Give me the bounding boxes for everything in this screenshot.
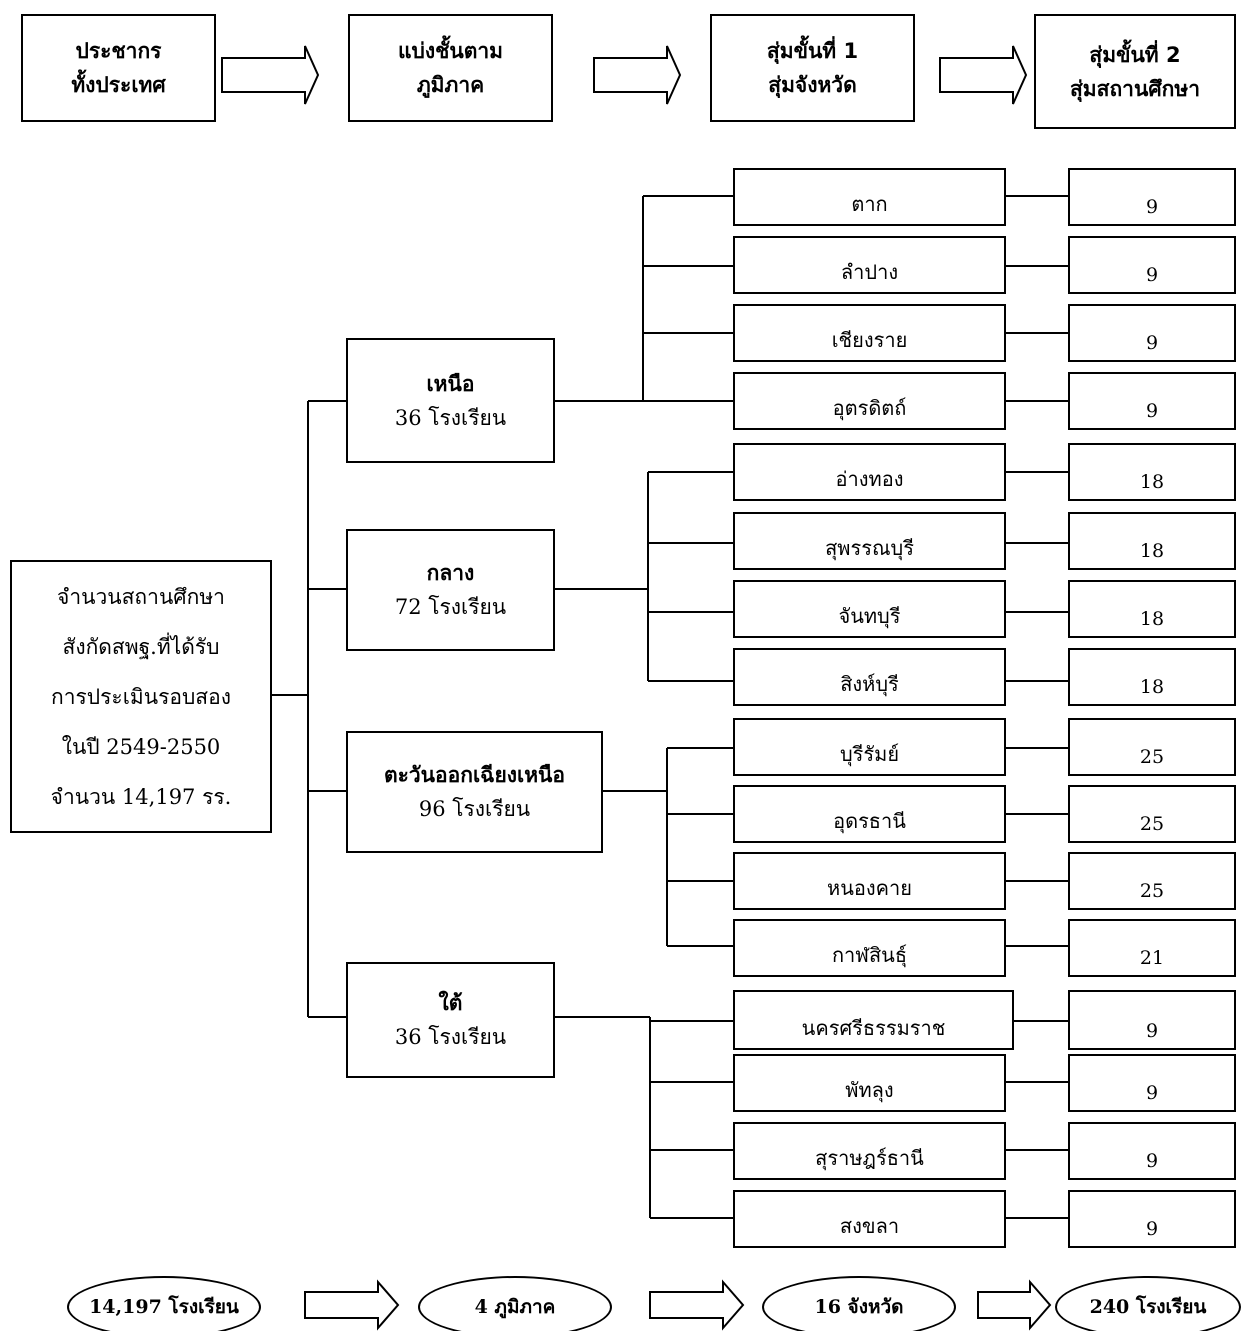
school-count-box: 18 [1068, 648, 1236, 706]
region-name: ใต้ [438, 990, 463, 1015]
region-name: กลาง [426, 560, 475, 585]
header-step-line: ภูมิภาค [416, 73, 485, 97]
header-step-population: ประชากร ทั้งประเทศ [21, 14, 216, 122]
footer-total-regions: 4 ภูมิภาค [418, 1276, 612, 1331]
school-count-box: 18 [1068, 580, 1236, 638]
root-line: การประเมินรอบสอง [51, 684, 231, 709]
school-count-box: 25 [1068, 718, 1236, 776]
school-count-box: 21 [1068, 919, 1236, 977]
arrow-footer-1 [304, 1279, 400, 1331]
region-box-south: ใต้ 36 โรงเรียน [346, 962, 555, 1078]
region-name: ตะวันออกเฉียงเหนือ [383, 762, 566, 787]
province-box: อุดรธานี [733, 785, 1006, 843]
header-step-line: สุ่มขั้นที่ 2 [1089, 42, 1181, 67]
province-box: กาฬสินธุ์ [733, 919, 1006, 977]
region-box-north: เหนือ 36 โรงเรียน [346, 338, 555, 463]
region-count: 36 โรงเรียน [394, 405, 507, 430]
province-box: สิงห์บุรี [733, 648, 1006, 706]
region-box-central: กลาง 72 โรงเรียน [346, 529, 555, 651]
province-box: หนองคาย [733, 852, 1006, 910]
arrow-header-1 [221, 45, 320, 105]
school-count-box: 9 [1068, 372, 1236, 430]
school-count-box: 25 [1068, 785, 1236, 843]
school-count-box: 9 [1068, 1122, 1236, 1180]
root-line: สังกัดสพฐ.ที่ได้รับ [62, 634, 220, 659]
root-population-box: จำนวนสถานศึกษา สังกัดสพฐ.ที่ได้รับ การปร… [10, 560, 272, 833]
school-count-box: 9 [1068, 990, 1236, 1050]
header-step-line: ประชากร [75, 39, 162, 63]
root-line: จำนวนสถานศึกษา [57, 584, 225, 609]
province-box: สุพรรณบุรี [733, 512, 1006, 570]
province-box: พัทลุง [733, 1054, 1006, 1112]
header-step-line: สุ่มจังหวัด [768, 73, 857, 97]
arrow-footer-3 [977, 1279, 1052, 1331]
province-box: อุตรดิตถ์ [733, 372, 1006, 430]
school-count-box: 18 [1068, 443, 1236, 501]
school-count-box: 9 [1068, 304, 1236, 362]
province-box: ลำปาง [733, 236, 1006, 294]
school-count-box: 9 [1068, 1054, 1236, 1112]
footer-total-sample: 240 โรงเรียน [1055, 1276, 1241, 1331]
region-name: เหนือ [426, 370, 475, 396]
root-line: ในปี 2549-2550 [61, 734, 221, 759]
arrow-header-3 [939, 45, 1028, 105]
region-count: 36 โรงเรียน [394, 1025, 507, 1049]
school-count-box: 9 [1068, 236, 1236, 294]
header-step-sample-2: สุ่มขั้นที่ 2 สุ่มสถานศึกษา [1034, 14, 1236, 129]
header-step-line: แบ่งชั้นตาม [398, 39, 503, 63]
region-count: 96 โรงเรียน [418, 797, 531, 821]
header-step-line: สุ่มขั้นที่ 1 [766, 39, 859, 63]
header-step-stratify: แบ่งชั้นตาม ภูมิภาค [348, 14, 553, 122]
province-box: บุรีรัมย์ [733, 718, 1006, 776]
region-count: 72 โรงเรียน [394, 595, 507, 619]
school-count-box: 9 [1068, 1190, 1236, 1248]
school-count-box: 9 [1068, 168, 1236, 226]
footer-total-schools: 14,197 โรงเรียน [67, 1276, 261, 1331]
province-box: นครศรีธรรมราช [733, 990, 1014, 1050]
school-count-box: 18 [1068, 512, 1236, 570]
province-box: สงขลา [733, 1190, 1006, 1248]
header-step-line: สุ่มสถานศึกษา [1069, 76, 1201, 101]
arrow-footer-2 [649, 1279, 745, 1331]
region-box-northeast: ตะวันออกเฉียงเหนือ 96 โรงเรียน [346, 731, 603, 853]
header-step-line: ทั้งประเทศ [71, 73, 166, 97]
header-step-sample-1: สุ่มขั้นที่ 1 สุ่มจังหวัด [710, 14, 915, 122]
arrow-header-2 [593, 45, 682, 105]
province-box: เชียงราย [733, 304, 1006, 362]
province-box: สุราษฎร์ธานี [733, 1122, 1006, 1180]
footer-total-provinces: 16 จังหวัด [762, 1276, 956, 1331]
root-line: จำนวน 14,197 รร. [50, 784, 232, 809]
province-box: อ่างทอง [733, 443, 1006, 501]
province-box: ตาก [733, 168, 1006, 226]
province-box: จันทบุรี [733, 580, 1006, 638]
school-count-box: 25 [1068, 852, 1236, 910]
